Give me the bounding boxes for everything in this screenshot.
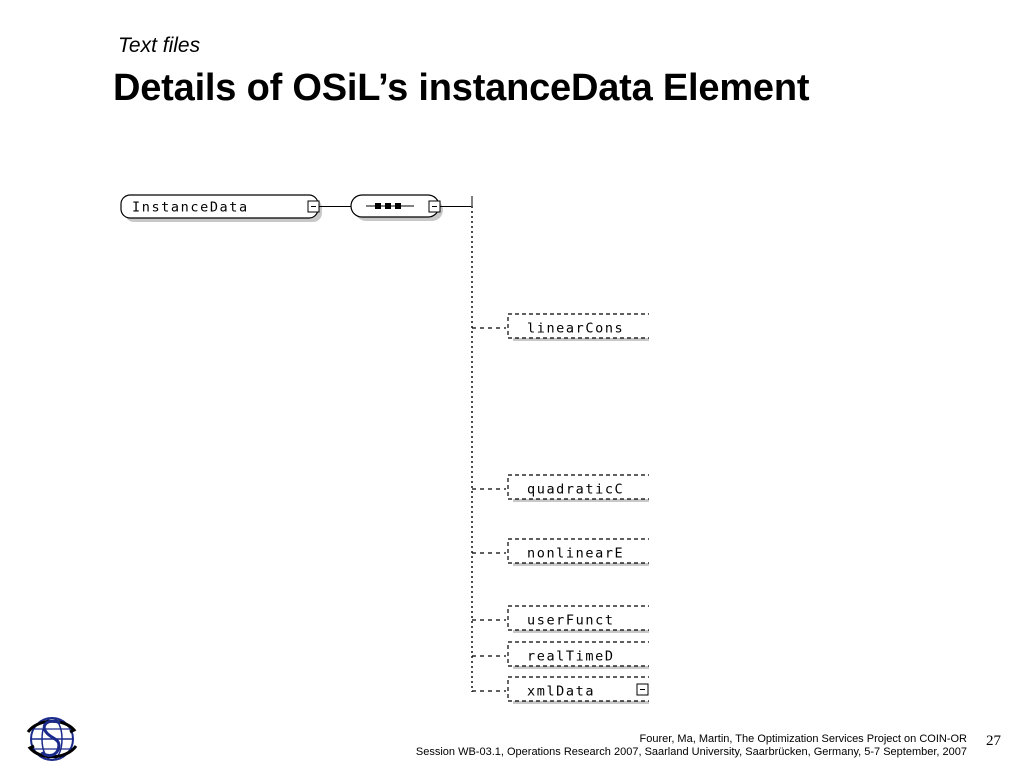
globe-logo-icon — [26, 717, 78, 761]
child-node-real-time-data[interactable]: realTimeD — [472, 641, 713, 669]
child-node-user-functions[interactable]: userFunct — [472, 605, 713, 633]
child-node-label: nonlinearE — [527, 546, 624, 562]
child-node-linear-constraint-coefficients[interactable]: linearCons — [472, 313, 713, 341]
child-node-label: quadraticC — [527, 482, 624, 498]
slide-title: Details of OSiL’s instanceData Element — [113, 67, 810, 109]
child-node-quadratic-coefficients[interactable]: quadraticC — [472, 474, 713, 502]
footer-session: Session WB-03.1, Operations Research 200… — [415, 746, 967, 758]
child-node-label: xmlData — [527, 684, 595, 700]
sequence-compositor-icon[interactable] — [350, 194, 443, 221]
child-node-label: linearCons — [527, 321, 624, 337]
footer-citation: Fourer, Ma, Martin, The Optimization Ser… — [639, 733, 967, 745]
child-node-label: realTimeD — [527, 649, 615, 665]
child-node-nonlinear-expressions[interactable]: nonlinearE — [472, 538, 713, 566]
child-node-label: userFunct — [527, 613, 615, 629]
root-element-node[interactable]: InstanceData — [120, 194, 322, 222]
slide-subtitle: Text files — [118, 34, 201, 57]
root-element-label: InstanceData — [132, 200, 249, 216]
child-node-xml-data[interactable]: xmlData — [472, 676, 713, 704]
page-number: 27 — [986, 733, 1001, 749]
